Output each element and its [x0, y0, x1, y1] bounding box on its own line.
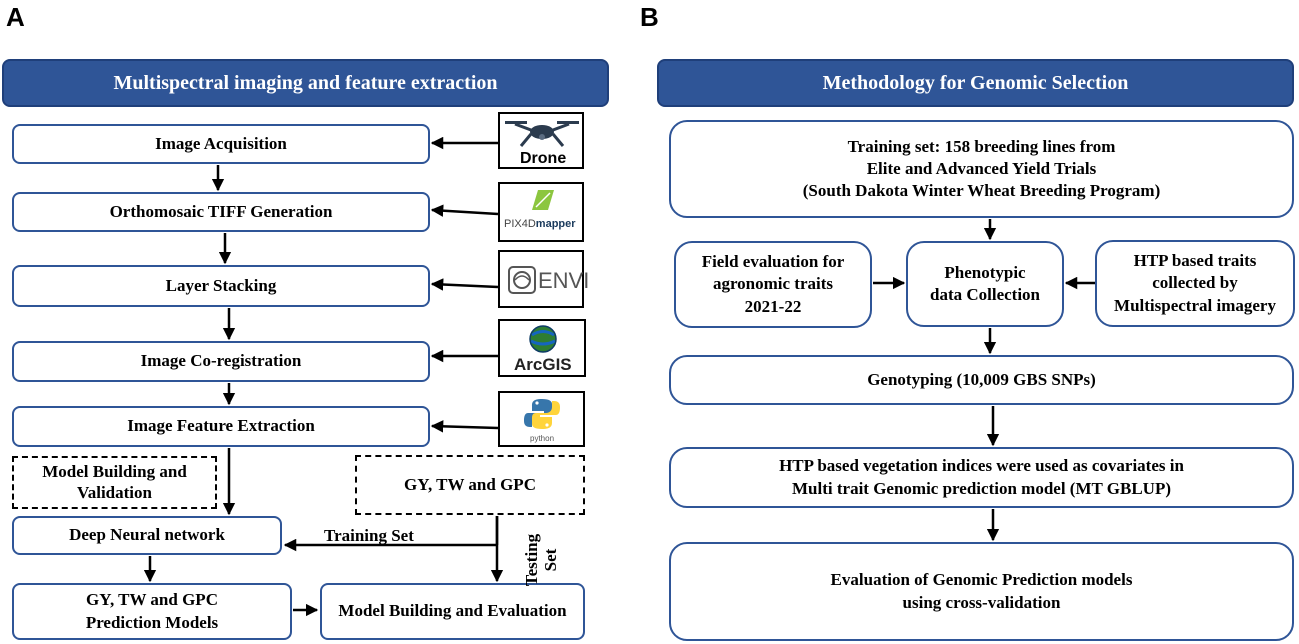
deep-neural-network-box: Deep Neural network [12, 516, 282, 555]
python-logo: python [498, 391, 585, 447]
model-building-evaluation-box: Model Building and Evaluation [320, 583, 585, 640]
pix4d-logo: PIX4Dmapper [498, 182, 584, 242]
training-set-box: Training set: 158 breeding lines from El… [669, 120, 1294, 218]
pix4d-label: PIX4Dmapper [504, 218, 576, 230]
arrow-envi [430, 278, 499, 291]
globe-icon [529, 325, 557, 353]
image-acquisition-box: Image Acquisition [12, 124, 430, 164]
panel-a-letter: A [6, 2, 25, 32]
co-registration-box: Image Co-registration [12, 341, 430, 382]
phenotypic-box: Phenotypic data Collection [906, 241, 1064, 327]
layer-stacking-box: Layer Stacking [12, 265, 430, 307]
panel-b-header: Methodology for Genomic Selection [657, 59, 1294, 107]
arrow-python [430, 420, 499, 433]
model-building-validation-box: Model Building and Validation [12, 456, 217, 509]
htp-traits-box: HTP based traits collected by Multispect… [1095, 240, 1295, 327]
arcgis-logo: ArcGIS [498, 319, 586, 377]
htp-indices-box: HTP based vegetation indices were used a… [669, 447, 1294, 508]
envi-logo: ENVI [498, 250, 589, 308]
envi-label: ENVI [538, 268, 590, 293]
gy-tw-gpc-box: GY, TW and GPC [355, 455, 585, 515]
prediction-models-box: GY, TW and GPC Prediction Models [12, 583, 292, 640]
arrow-pix4d [430, 204, 499, 217]
panel-a-header: Multispectral imaging and feature extrac… [2, 59, 609, 107]
pix4d-icon [532, 190, 554, 210]
feature-extraction-box: Image Feature Extraction [12, 406, 430, 447]
field-evaluation-box: Field evaluation for agronomic traits 20… [674, 241, 872, 328]
python-label: python [530, 434, 555, 443]
drone-label: Drone [520, 150, 567, 167]
pix4d-prefix: PIX4D [504, 218, 536, 230]
panel-b-letter: B [640, 2, 659, 32]
training-set-label: Training Set [324, 526, 414, 545]
arcgis-label: ArcGIS [514, 355, 572, 374]
orthomosaic-box: Orthomosaic TIFF Generation [12, 192, 430, 232]
pix4d-suffix: mapper [535, 218, 576, 230]
envi-icon [508, 266, 536, 294]
drone-icon [505, 121, 579, 147]
python-icon [524, 399, 560, 429]
genotyping-box: Genotyping (10,009 GBS SNPs) [669, 355, 1294, 405]
evaluation-box: Evaluation of Genomic Prediction models … [669, 542, 1294, 641]
drone-logo: Drone [498, 112, 584, 169]
